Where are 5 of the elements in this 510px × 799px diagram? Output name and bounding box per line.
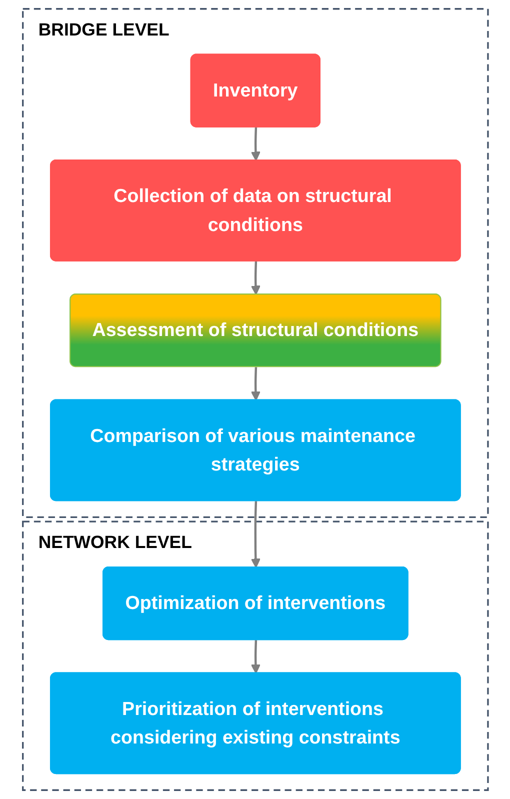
arrow: [250, 127, 260, 162]
arrow: [250, 501, 260, 568]
arrow: [250, 261, 260, 296]
arrow: [250, 640, 260, 674]
arrow: [250, 367, 260, 401]
